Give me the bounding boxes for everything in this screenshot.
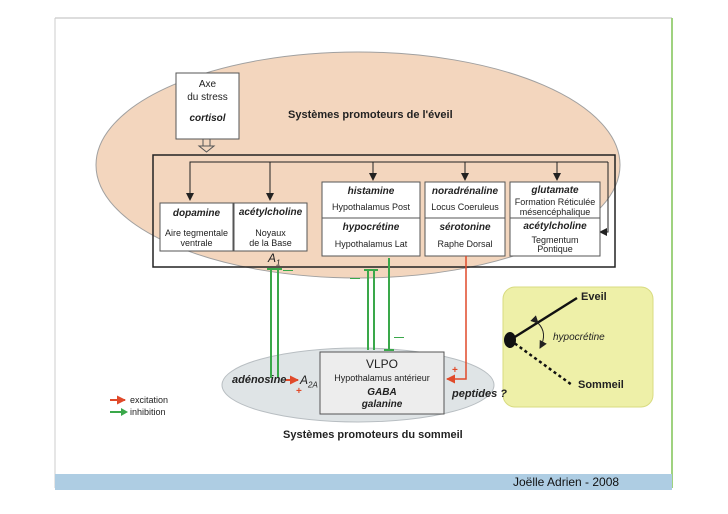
glutamate-loc-line1: Formation Réticulée (514, 197, 596, 207)
dopamine-name: dopamine (172, 208, 221, 219)
vlpo-title: VLPO (365, 357, 398, 371)
noradrenaline-loc: Locus Coeruleus (431, 202, 499, 212)
stress-box (175, 72, 240, 140)
noradrenaline-name: noradrénaline (431, 186, 499, 197)
glutamate-name: glutamate (531, 185, 579, 196)
excitation-peptides-to-vlpo (446, 256, 467, 384)
histamine-name: histamine (347, 186, 395, 197)
glutamate-acetylcholine-box (509, 181, 601, 257)
peptides-label: peptides ? (452, 388, 508, 400)
dopamine-box (159, 202, 234, 252)
vlpo-gaba: GABA (367, 387, 397, 398)
excitation-sign-a2a: + (296, 386, 302, 397)
hypocretine-name: hypocrétine (342, 222, 400, 233)
acetylcholine-teg-loc-line1: Tegmentum (531, 235, 579, 245)
switch-hypocretine-label: hypocrétine (553, 332, 605, 343)
switch-pivot (504, 332, 516, 348)
wake-systems-container (152, 154, 616, 268)
vlpo-box (319, 351, 445, 415)
inhibition-sign-vlpo-1: — (350, 273, 360, 284)
glutamate-loc-line2: mésencéphalique (519, 207, 591, 217)
a1-receptor-label: A1 (268, 251, 281, 268)
acetylcholine-teg-name: acétylcholine (523, 221, 587, 232)
serotonine-loc: Raphe Dorsal (437, 239, 493, 249)
switch-eveil-label: Eveil (581, 291, 607, 303)
stress-axis-line2: du stress (187, 92, 228, 103)
acetylcholine-base-name: acétylcholine (238, 207, 303, 218)
stress-arrow-head (197, 145, 216, 153)
cortisol-label: cortisol (189, 113, 226, 124)
serotonine-name: sérotonine (439, 222, 491, 233)
acetylcholine-teg-loc-line2: Pontique (537, 244, 573, 254)
vlpo-location: Hypothalamus antérieur (334, 373, 430, 383)
excitation-sign-peptides: + (452, 365, 458, 376)
arrow-to-acetylcholine-teg (599, 162, 609, 236)
legend-inhibition-arrowhead (121, 408, 128, 416)
inhibition-sign-a1: — (283, 265, 293, 276)
dopamine-loc-line2: ventrale (180, 238, 213, 248)
a2a-receptor-label: A2A (300, 373, 318, 390)
vlpo-galanine: galanine (361, 399, 403, 410)
histamine-loc: Hypothalamus Post (331, 202, 411, 212)
sleep-systems-title: Systèmes promoteurs du sommeil (283, 429, 463, 441)
legend-excitation-label: excitation (130, 395, 169, 405)
stress-axis-line1: Axe (198, 79, 217, 90)
dopamine-loc-line1: Aire tegmentale (164, 228, 229, 238)
hypocretine-loc: Hypothalamus Lat (334, 239, 408, 249)
switch-curve-arrow (530, 315, 547, 349)
acetylcholine-base-loc-line2: de la Base (249, 238, 292, 248)
switch-sommeil-line (509, 338, 573, 387)
wake-systems-title: Systèmes promoteurs de l'éveil (288, 109, 453, 121)
switch-sommeil-label: Sommeil (578, 379, 624, 391)
credit-text: Joëlle Adrien - 2008 (513, 475, 620, 489)
acetylcholine-base-box (233, 202, 308, 252)
arrow-to-dopamine (186, 161, 608, 201)
inhibition-sign-vlpo-2: — (394, 332, 404, 343)
adenosine-label: adénosine (232, 374, 287, 386)
noradrenaline-serotonine-box (424, 181, 506, 257)
acetylcholine-base-loc-line1: Noyaux (255, 228, 286, 238)
histamine-hypocretine-box (321, 181, 421, 257)
legend-inhibition-label: inhibition (130, 407, 166, 417)
footer-band (55, 474, 672, 490)
